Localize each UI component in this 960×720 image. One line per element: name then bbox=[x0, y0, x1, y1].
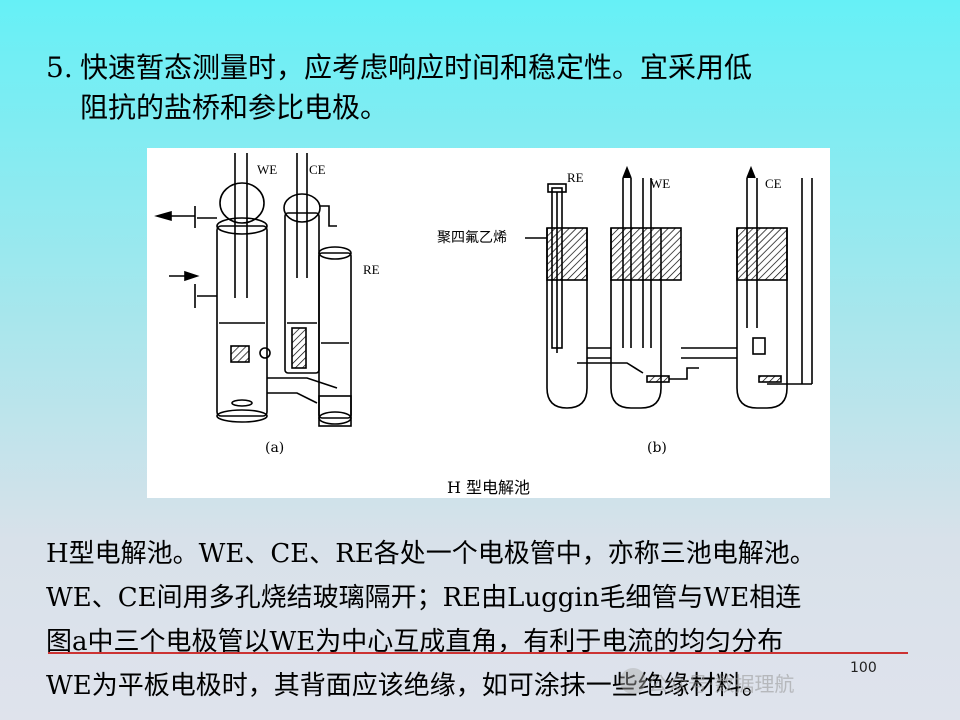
figure-caption: H 型电解池 bbox=[446, 478, 531, 497]
subfigure-b-label: (b) bbox=[647, 440, 667, 456]
diagram-a bbox=[154, 153, 352, 427]
label-b-we: WE bbox=[650, 176, 670, 191]
cell-diagram: WE CE RE bbox=[154, 153, 813, 427]
diagram-b bbox=[546, 165, 813, 409]
annotation-underline bbox=[48, 652, 908, 654]
body-line-4: WE为平板电极时，其背面应该绝缘，如可涂抹一些绝缘材料。 bbox=[46, 671, 768, 701]
label-b-ce: CE bbox=[765, 176, 782, 191]
page-number: 100 bbox=[850, 660, 877, 676]
watermark: 公众号·数据理航 bbox=[648, 672, 795, 696]
label-a-we: WE bbox=[257, 162, 277, 177]
watermark-logo-icon bbox=[620, 668, 646, 694]
label-b-re: RE bbox=[567, 170, 584, 185]
heading-line-2: 阻抗的盐桥和参比电极。 bbox=[80, 91, 389, 124]
heading-line-1: 5.快速暂态测量时，应考虑响应时间和稳定性。宜采用低 bbox=[46, 48, 926, 88]
subfigure-a-label: (a) bbox=[265, 440, 285, 456]
body-paragraph: H型电解池。WE、CE、RE各处一个电极管中，亦称三池电解池。 WE、CE间用多… bbox=[46, 532, 960, 708]
h-cell-figure: WE CE RE bbox=[147, 148, 830, 498]
body-line-2: WE、CE间用多孔烧结玻璃隔开；RE由Luggin毛细管与WE相连 bbox=[46, 583, 802, 613]
slide-heading: 5.快速暂态测量时，应考虑响应时间和稳定性。宜采用低 阻抗的盐桥和参比电极。 bbox=[46, 48, 926, 128]
label-b-ptfe: 聚四氟乙烯 bbox=[437, 230, 507, 246]
body-line-1: H型电解池。WE、CE、RE各处一个电极管中，亦称三池电解池。 bbox=[46, 539, 816, 569]
label-a-ce: CE bbox=[309, 162, 326, 177]
body-line-3: 图a中三个电极管以WE为中心互成直角，有利于电流的均匀分布 bbox=[46, 627, 784, 657]
item-number: 5. bbox=[46, 51, 73, 84]
label-a-re: RE bbox=[363, 262, 380, 277]
